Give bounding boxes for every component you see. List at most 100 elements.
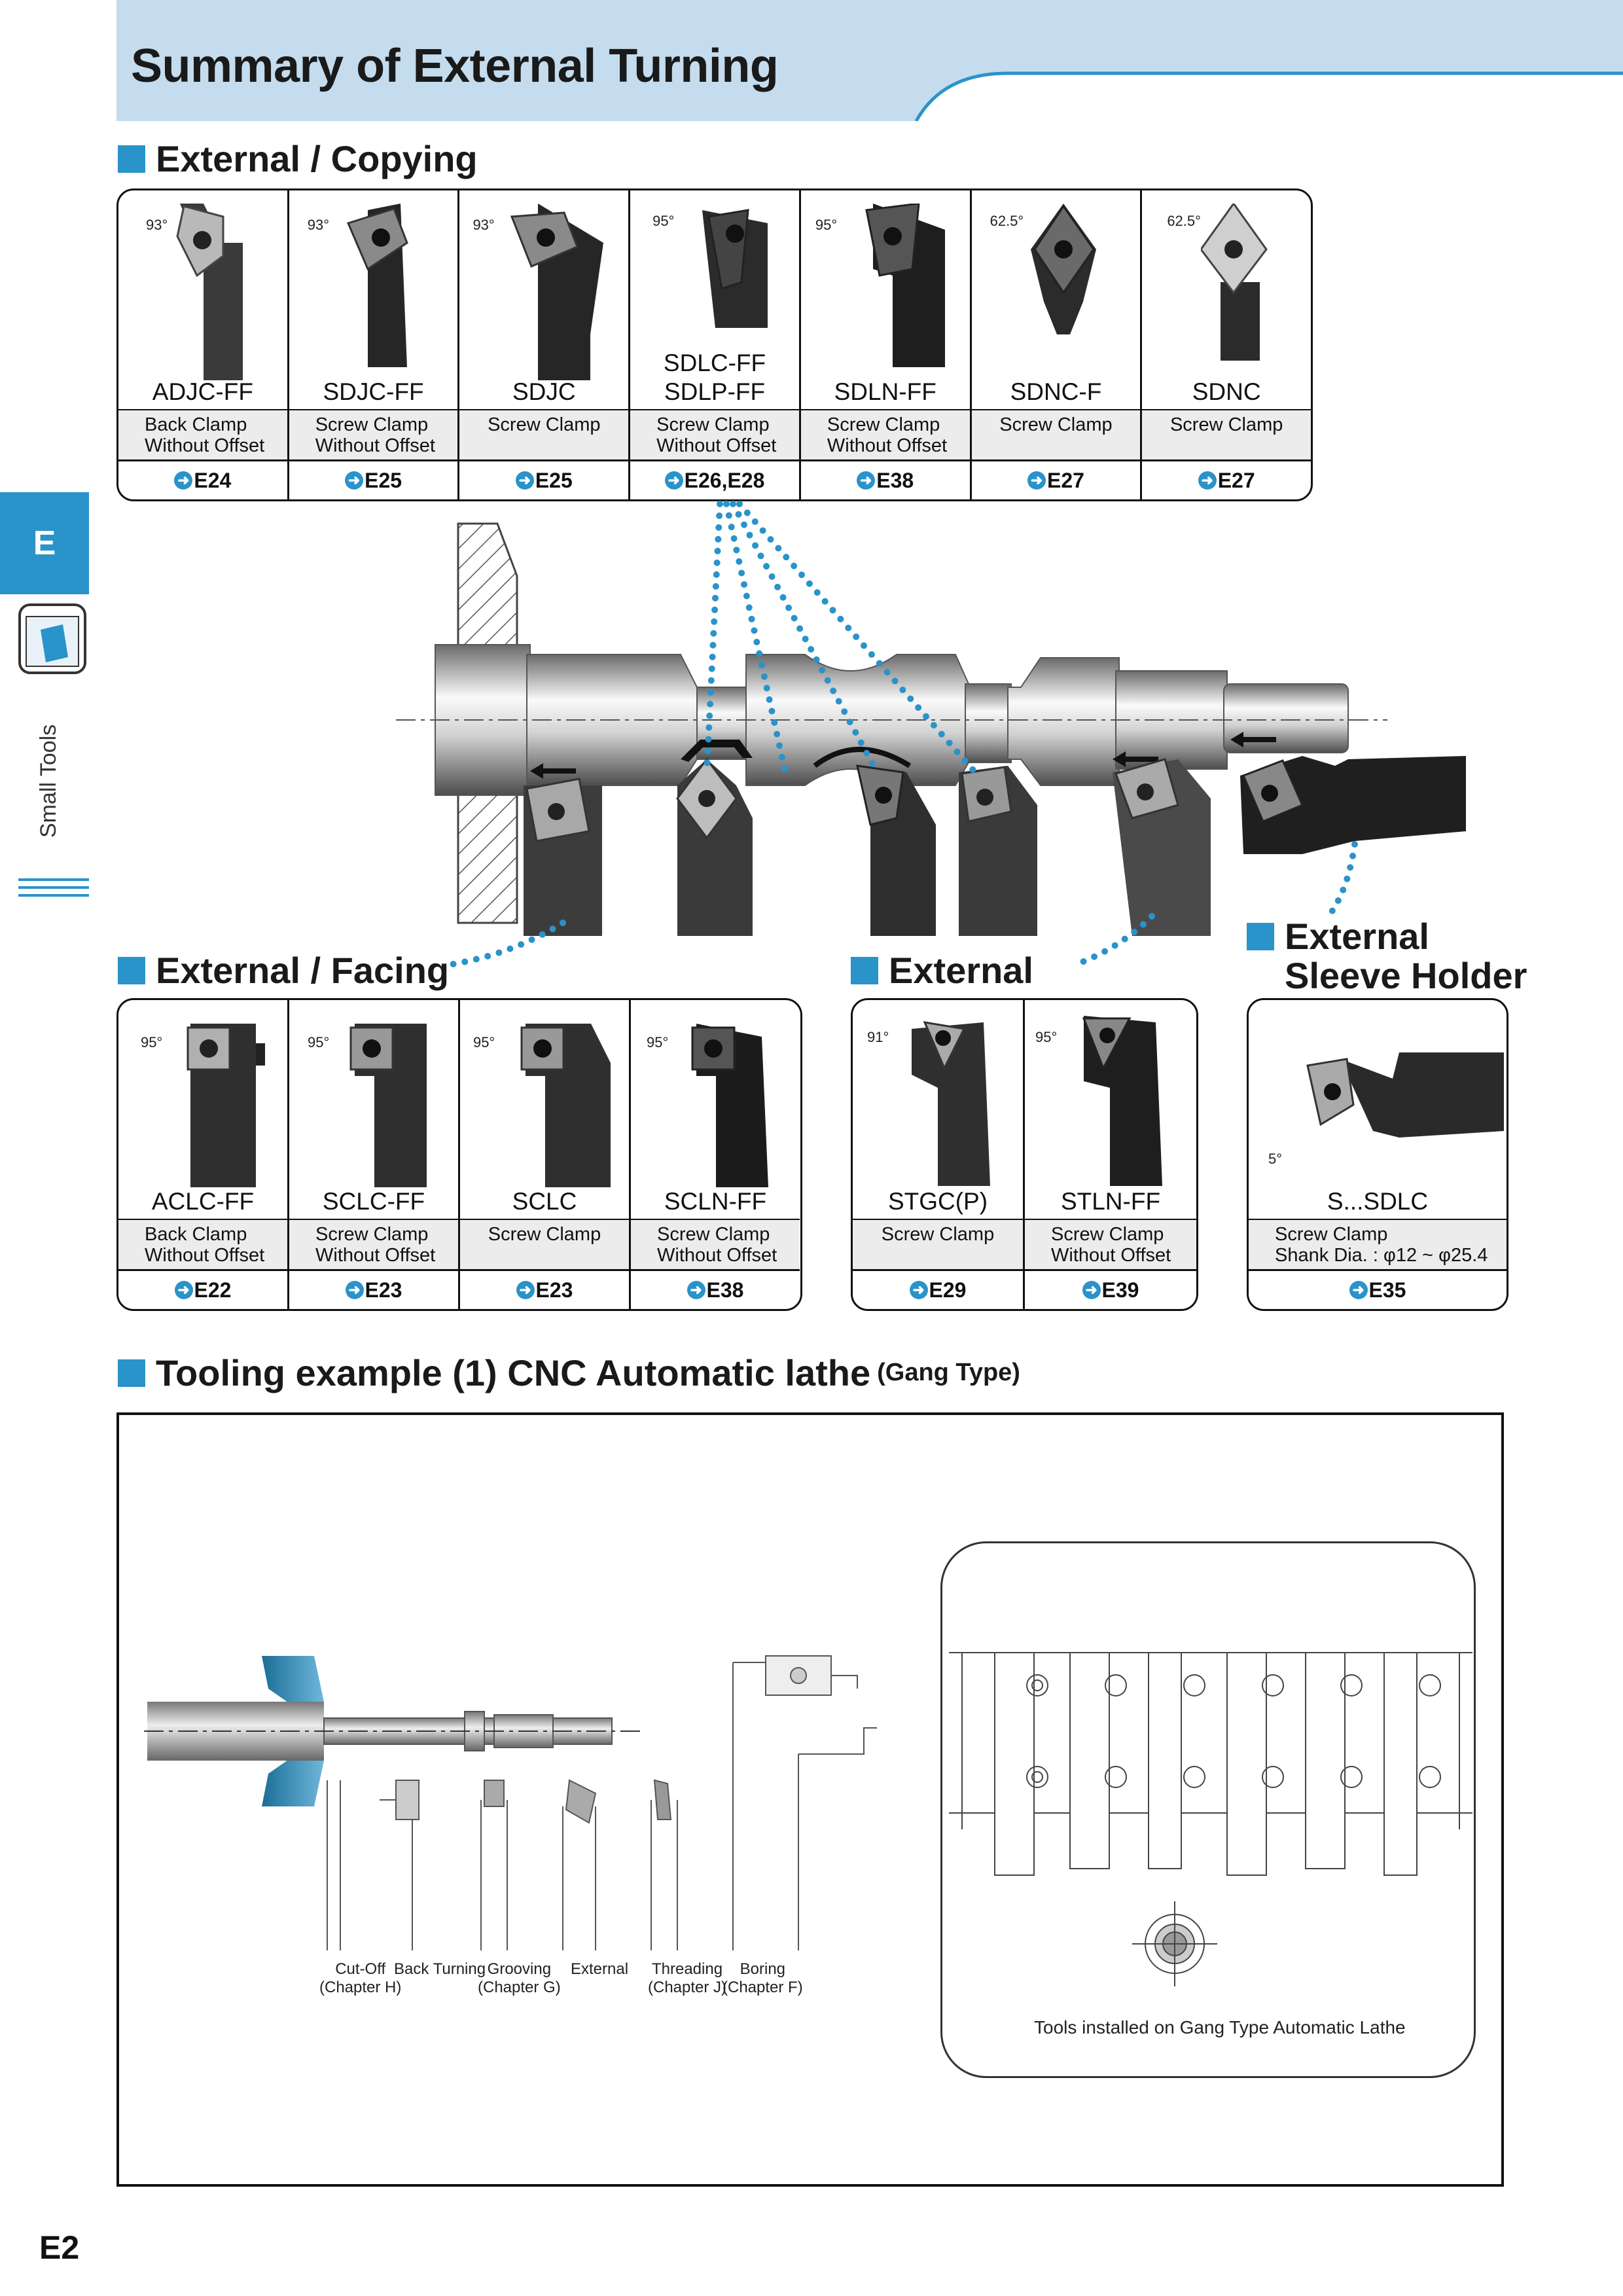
section-facing: External / Facing bbox=[118, 949, 449, 992]
model-name: STLN-FF bbox=[1060, 1188, 1161, 1215]
holder-icon bbox=[865, 204, 945, 367]
holder-card[interactable]: 95° SCLC Screw Clamp ➜E23 bbox=[460, 1000, 631, 1309]
page-ref-label: E22 bbox=[194, 1278, 232, 1302]
arrow-right-icon: ➜ bbox=[1349, 1281, 1368, 1299]
page-ref[interactable]: ➜E35 bbox=[1249, 1269, 1507, 1309]
section-marker bbox=[118, 1359, 145, 1387]
holder-card[interactable]: 93° SDJC Screw Clamp ➜E25 bbox=[459, 190, 631, 499]
model-name: SDJC-FF bbox=[323, 378, 424, 405]
page-ref-label: E27 bbox=[1046, 468, 1084, 492]
page-ref[interactable]: ➜E24 bbox=[118, 459, 287, 499]
holder-icon bbox=[349, 1024, 427, 1187]
section-copying-label: External / Copying bbox=[156, 138, 478, 179]
model-name: SDNC-F bbox=[1010, 378, 1102, 405]
page-ref-label: E38 bbox=[876, 468, 914, 492]
desc-line-2: Without Offset bbox=[315, 1245, 436, 1266]
arrow-right-icon: ➜ bbox=[174, 1281, 193, 1299]
desc-line-1: Screw Clamp bbox=[488, 1224, 601, 1245]
model-name: STGC(P) bbox=[887, 1188, 988, 1215]
model-name: ACLC-FF bbox=[151, 1188, 255, 1215]
page-ref[interactable]: ➜E39 bbox=[1025, 1269, 1196, 1309]
side-stripes bbox=[18, 878, 89, 897]
tool-label-cutoff: Cut-Off(Chapter H) bbox=[319, 1960, 401, 1997]
page-ref[interactable]: ➜E29 bbox=[853, 1269, 1023, 1309]
external-table: 91° STGC(P) Screw Clamp ➜E29 95° STLN-FF… bbox=[851, 998, 1198, 1311]
page-ref[interactable]: ➜E27 bbox=[971, 459, 1141, 499]
holder-icon bbox=[520, 1024, 611, 1187]
tool-label-external: External bbox=[571, 1960, 628, 1979]
section-sleeve-2: Sleeve Holder bbox=[1285, 954, 1527, 997]
holder-card[interactable]: 62.5° SDNC Screw Clamp ➜E27 bbox=[1142, 190, 1311, 499]
desc-line-2: Without Offset bbox=[656, 435, 777, 456]
holder-card[interactable]: 62.5° SDNC-F Screw Clamp ➜E27 bbox=[971, 190, 1143, 499]
desc-line-1: Screw Clamp bbox=[657, 1224, 770, 1245]
angle-label: 95° bbox=[141, 1034, 163, 1050]
model-name: SDJC bbox=[512, 378, 576, 405]
desc-line-1: Screw Clamp bbox=[315, 1224, 429, 1245]
small-tools-icon bbox=[18, 603, 86, 674]
angle-label: 95° bbox=[647, 1034, 669, 1050]
desc-line-2: Shank Dia. : φ12 ~ φ25.4 bbox=[1275, 1245, 1488, 1266]
page-ref[interactable]: ➜E38 bbox=[631, 1269, 800, 1309]
arrow-right-icon: ➜ bbox=[516, 1281, 535, 1299]
angle-label: 95° bbox=[815, 217, 838, 233]
page-ref-label: E23 bbox=[365, 1278, 402, 1302]
holder-icon bbox=[1201, 204, 1268, 361]
page-ref-label: E29 bbox=[929, 1278, 967, 1302]
page-ref[interactable]: ➜E38 bbox=[800, 459, 970, 499]
holder-desc: Screw Clamp bbox=[853, 1219, 1023, 1271]
desc-line-1: Screw Clamp bbox=[656, 414, 770, 435]
holder-card[interactable]: 91° STGC(P) Screw Clamp ➜E29 bbox=[853, 1000, 1025, 1309]
holder-icon bbox=[912, 1021, 990, 1186]
page-ref[interactable]: ➜E27 bbox=[1142, 459, 1311, 499]
holder-image: 95° bbox=[460, 1000, 629, 1190]
angle-label: 95° bbox=[308, 1034, 330, 1050]
page-ref-label: E23 bbox=[535, 1278, 573, 1302]
desc-line-2: Without Offset bbox=[827, 435, 948, 456]
section-sleeve-label-1: External bbox=[1285, 916, 1429, 957]
page-ref[interactable]: ➜E23 bbox=[460, 1269, 629, 1309]
dotted-connectors bbox=[442, 501, 1358, 969]
page-ref[interactable]: ➜E23 bbox=[289, 1269, 458, 1309]
holder-desc: Screw Clamp bbox=[460, 1219, 629, 1271]
page-ref[interactable]: ➜E25 bbox=[459, 459, 629, 499]
gang-caption: Tools installed on Gang Type Automatic L… bbox=[1034, 2017, 1406, 2037]
page-title: Summary of External Turning bbox=[131, 40, 779, 92]
desc-line-1: Screw Clamp bbox=[881, 1224, 995, 1245]
page-ref[interactable]: ➜E25 bbox=[289, 459, 458, 499]
chapter-tab[interactable]: E bbox=[0, 492, 89, 594]
angle-label: 62.5° bbox=[1167, 213, 1201, 229]
desc-line-2: Without Offset bbox=[315, 435, 435, 456]
page-ref[interactable]: ➜E22 bbox=[118, 1269, 287, 1309]
arrow-right-icon: ➜ bbox=[909, 1281, 928, 1299]
holder-icon bbox=[346, 204, 408, 367]
desc-line-1: Screw Clamp bbox=[1169, 414, 1283, 435]
holder-icon bbox=[510, 204, 604, 380]
model-name: SCLC-FF bbox=[322, 1188, 425, 1215]
holder-icon bbox=[1082, 1016, 1162, 1186]
tooling-example-box bbox=[116, 1412, 1504, 2187]
tool-label-line1: Cut-Off bbox=[335, 1960, 386, 1978]
desc-line-2: Without Offset bbox=[145, 435, 265, 456]
page-ref-label: E27 bbox=[1217, 468, 1255, 492]
page-ref[interactable]: ➜E26,E28 bbox=[630, 459, 799, 499]
header-band bbox=[116, 0, 1623, 121]
holder-image: 91° bbox=[853, 1000, 1023, 1190]
